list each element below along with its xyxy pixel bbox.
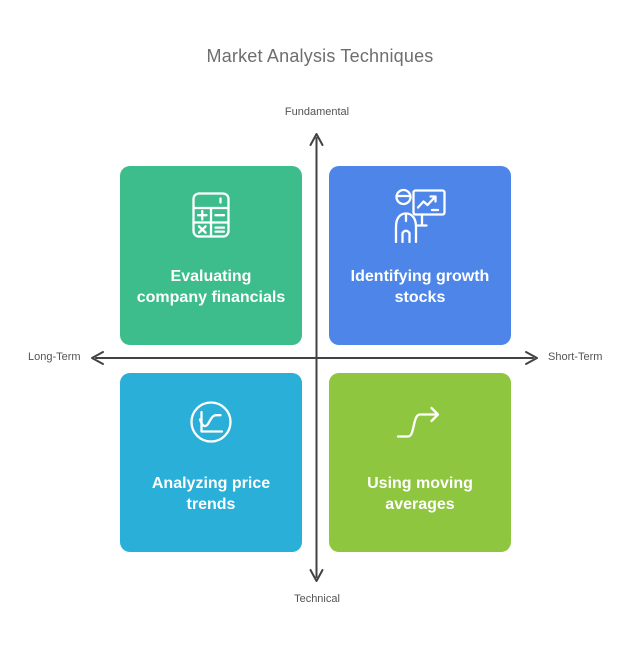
- quadrant-label: Identifying growth stocks: [350, 267, 490, 306]
- right-arrowhead-icon: [525, 351, 538, 365]
- quadrant-card-price-trends: Analyzing price trends: [120, 373, 302, 552]
- axis-label-technical: Technical: [294, 593, 340, 605]
- axis-label-fundamental: Fundamental: [284, 106, 350, 118]
- presenter-growth-chart-icon: [394, 186, 446, 244]
- up-arrowhead-icon: [309, 133, 324, 146]
- quadrant-label: Analyzing price trends: [151, 474, 271, 513]
- axis-label-short-term: Short-Term: [548, 351, 603, 363]
- page-title: Market Analysis Techniques: [206, 46, 434, 66]
- moving-average-arrow-icon: [396, 393, 444, 451]
- quadrant-label: Using moving averages: [367, 474, 473, 513]
- down-arrowhead-icon: [309, 569, 324, 582]
- calculator-icon: [192, 186, 230, 244]
- quadrant-card-evaluating-financials: Evaluating company financials: [120, 166, 302, 345]
- left-arrowhead-icon: [91, 351, 104, 365]
- quadrant-card-growth-stocks: Identifying growth stocks: [329, 166, 511, 345]
- quadrant-card-moving-averages: Using moving averages: [329, 373, 511, 552]
- axis-label-long-term: Long-Term: [28, 351, 81, 363]
- quadrant-label: Evaluating company financials: [136, 267, 286, 306]
- price-trend-circle-icon: [189, 393, 233, 451]
